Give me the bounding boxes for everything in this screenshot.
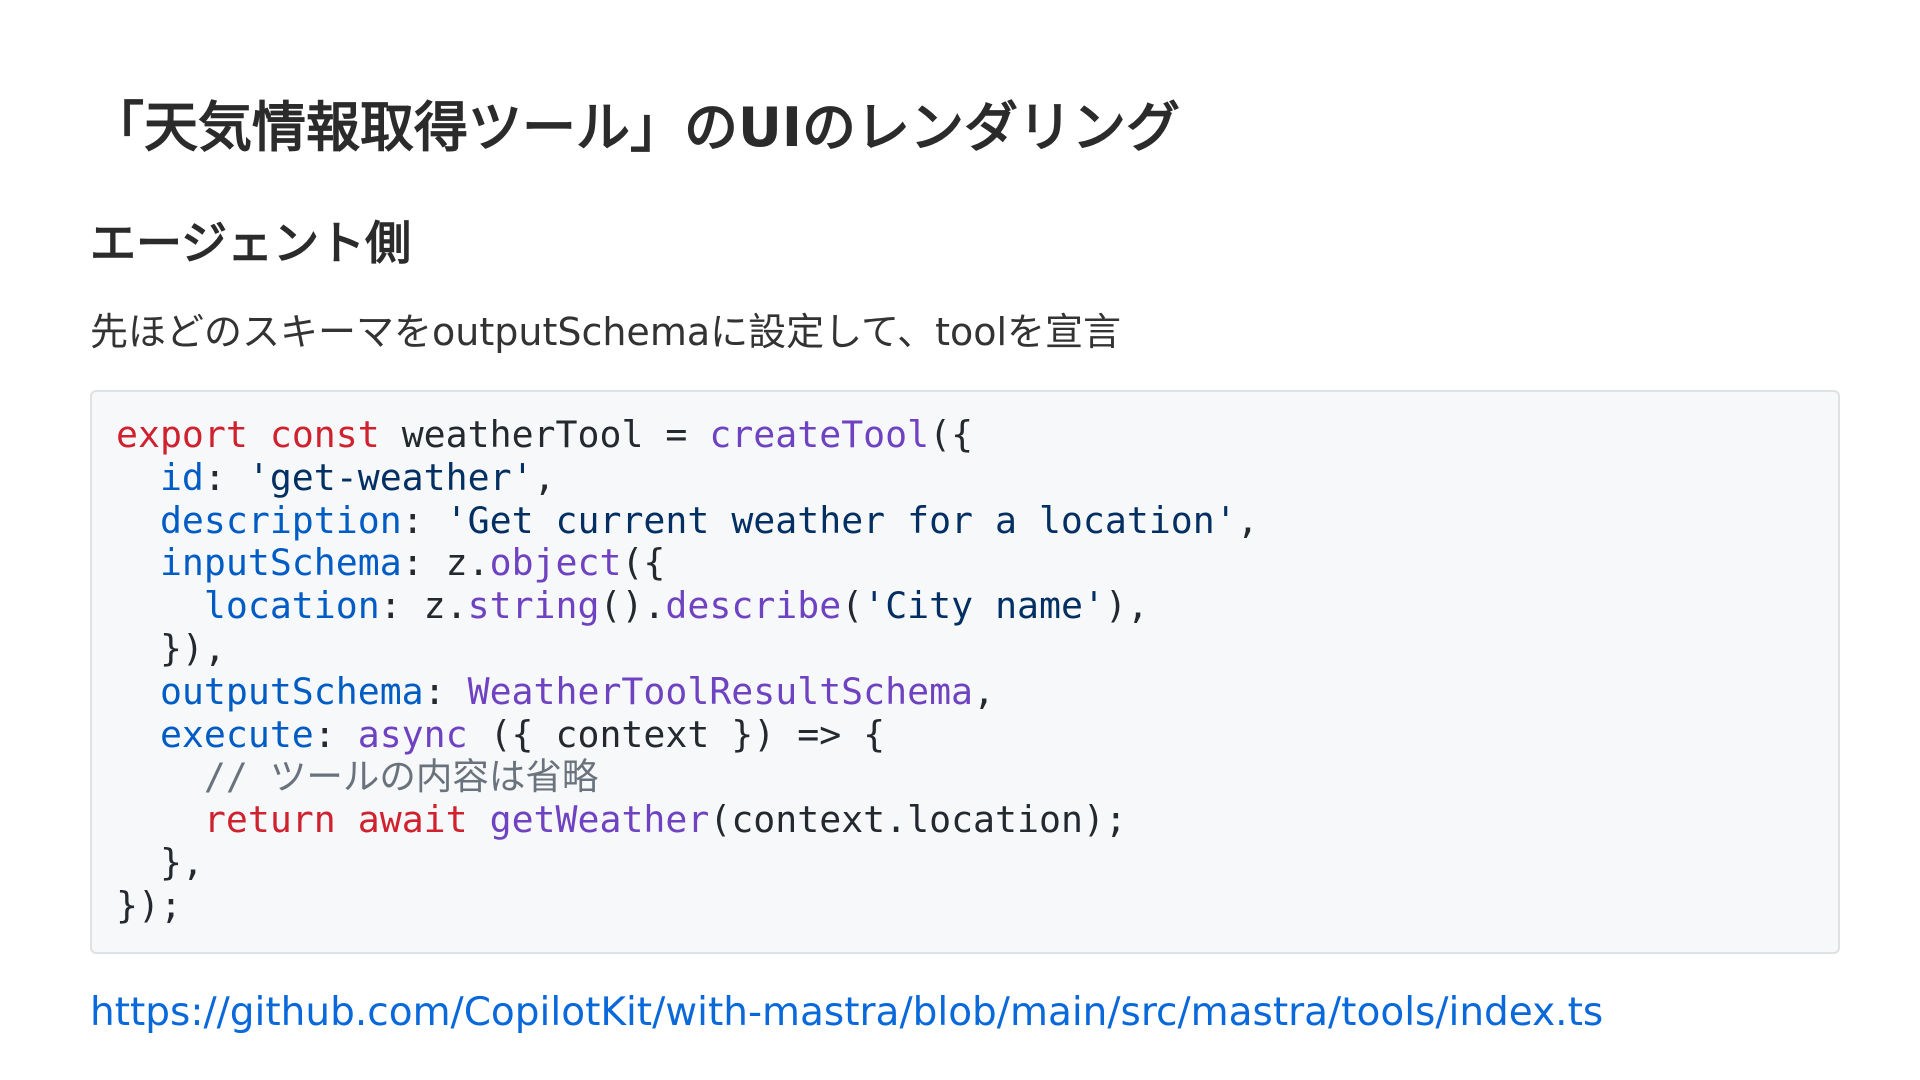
code-keyword: await [357,798,468,842]
code-text [116,541,160,584]
code-line: export const weatherTool = createTool({ [116,413,1838,457]
code-text [116,456,160,499]
code-function: createTool [709,413,930,456]
code-text [116,670,160,713]
code-text [336,798,358,841]
code-text [248,413,270,456]
description-text: 先ほどのスキーマをoutputSchemaに設定して、toolを宣言 [90,310,1122,354]
code-line: }), [116,626,1838,671]
code-text: ({ [929,413,974,456]
code-string: 'get-weather' [247,455,534,499]
code-text: }), [116,626,226,670]
code-line: id: 'get-weather', [116,455,1838,500]
code-text [116,499,160,542]
code-text: ( [841,584,864,628]
code-text: : [313,712,358,756]
code-text [116,755,204,798]
slide-title: 「天気情報取得ツール」のUIのレンダリング [90,96,1180,159]
code-text: , [973,669,996,713]
code-line: // ツールの内容は省略 [116,755,1838,799]
code-text: , [1236,498,1259,542]
code-text: : [401,498,446,542]
code-text: ), [1104,584,1149,628]
code-function: describe [665,584,842,628]
code-string: 'Get current weather for a location' [445,498,1237,542]
code-line: outputSchema: WeatherToolResultSchema, [116,669,1838,714]
code-property: description [159,498,402,542]
code-text: ({ [621,541,666,585]
code-keyword: return [203,798,336,842]
code-text: : [423,669,468,713]
code-property: inputSchema [159,541,402,585]
code-text: }, [116,840,204,884]
code-property: execute [159,712,314,756]
code-line: location: z.string().describe('City name… [116,584,1838,628]
code-function: object [489,541,622,585]
code-line: description: 'Get current weather for a … [116,498,1838,543]
code-text: }); [116,883,182,927]
code-content: export const weatherTool = createTool ({ … [116,413,1838,928]
code-text: (context.location); [709,798,1127,842]
code-line: }, [116,840,1838,885]
code-keyword: const [269,413,380,456]
code-string: 'City name' [863,584,1105,628]
section-heading: エージェント側 [90,216,412,270]
code-text [116,713,160,756]
code-property: outputSchema [159,669,424,713]
code-line: return await getWeather(context.location… [116,798,1838,842]
code-function: WeatherToolResultSchema [467,669,974,713]
code-property: location [203,584,380,628]
code-function: async [357,712,468,756]
code-text: , [533,455,556,499]
code-text [116,798,204,841]
code-line: execute: async ({ context }) => { [116,712,1838,757]
code-text [116,584,204,627]
code-keyword: export [116,413,248,456]
code-text: ({ context }) => { [467,712,886,756]
code-line: }); [116,883,1838,928]
code-text [468,798,490,841]
code-comment: // ツールの内容は省略 [203,755,599,799]
code-function: getWeather [489,798,710,842]
code-text: (). [599,584,666,628]
code-text: : z. [401,541,490,585]
code-text: : z. [379,584,468,628]
code-line: inputSchema: z.object({ [116,541,1838,585]
code-text: weatherTool = [379,413,710,456]
code-function: string [467,584,600,628]
code-property: id [159,455,204,499]
source-link[interactable]: https://github.com/CopilotKit/with-mastr… [90,990,1604,1035]
code-text: : [203,455,248,499]
code-block: export const weatherTool = createTool ({ … [90,390,1840,954]
